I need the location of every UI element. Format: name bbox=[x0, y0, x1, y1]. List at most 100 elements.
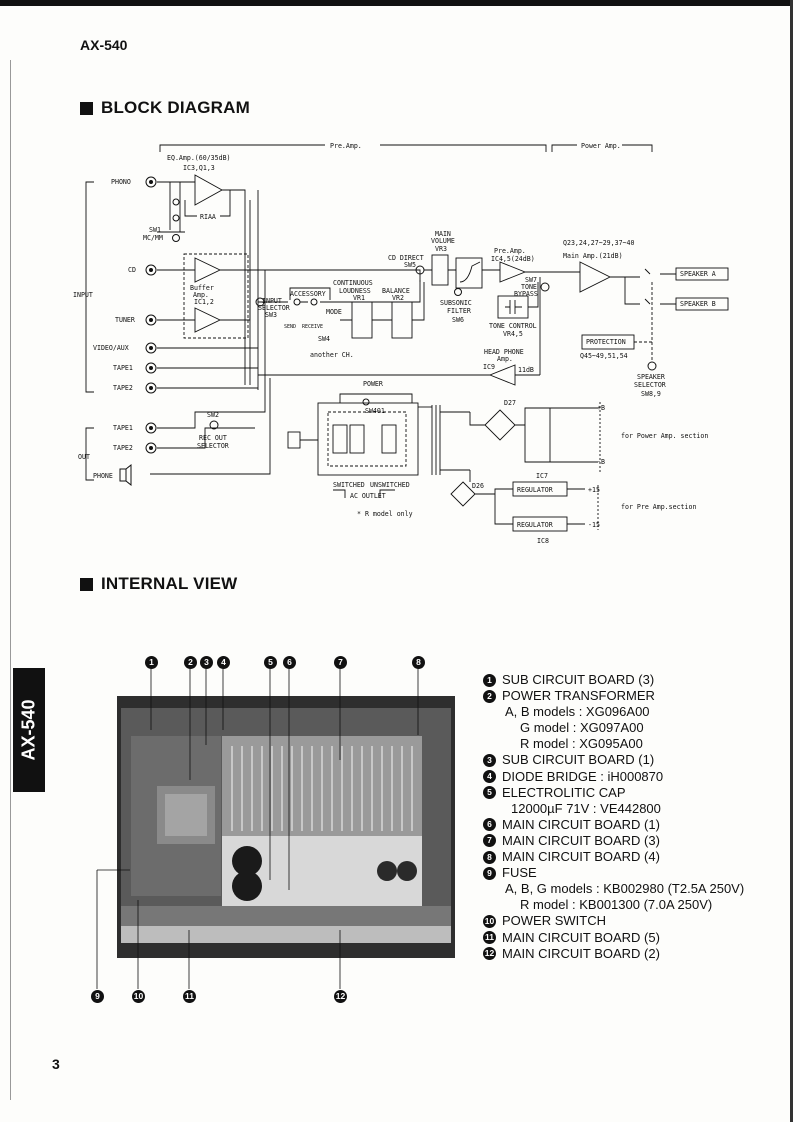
callout-4: 4 bbox=[217, 656, 230, 669]
bd-pre-amp2: Pre.Amp. bbox=[494, 247, 526, 255]
chassis-illustration bbox=[117, 696, 455, 958]
bd-input-selector: INPUT bbox=[262, 297, 282, 305]
legend-number: 1 bbox=[483, 673, 496, 687]
callout-7: 7 bbox=[334, 656, 347, 669]
bd-loudness: LOUDNESS bbox=[339, 287, 371, 295]
bd-ic8: IC8 bbox=[537, 537, 549, 545]
bd-d26: D26 bbox=[472, 482, 484, 490]
bd-tuner: TUNER bbox=[115, 316, 135, 324]
bd-main-amp: Main Amp.(21dB) bbox=[563, 252, 623, 260]
legend-item-5: 5 ELECTROLITIC CAP bbox=[483, 785, 783, 801]
callout-3: 3 bbox=[200, 656, 213, 669]
callout-1: 1 bbox=[145, 656, 158, 669]
bd-pre-amp: Pre.Amp. bbox=[330, 142, 362, 150]
bd-power-amp: Power Amp. bbox=[581, 142, 621, 150]
legend-label: POWER TRANSFORMER bbox=[502, 688, 655, 704]
legend-detail: R model : XG095A00 bbox=[520, 736, 643, 752]
callout-11: 11 bbox=[183, 990, 196, 1003]
block-diagram: Pre.Amp. Power Amp. EQ.Amp.(60/35dB) IC3… bbox=[73, 142, 729, 545]
bd-ic45: IC4,5(24dB) bbox=[491, 255, 535, 263]
heading-square-icon bbox=[80, 577, 93, 591]
bd-vr2: VR2 bbox=[392, 294, 404, 302]
bd-sw5: SW5 bbox=[404, 261, 416, 269]
legend-label: MAIN CIRCUIT BOARD (5) bbox=[502, 929, 660, 945]
legend-item-2: 2 POWER TRANSFORMER bbox=[483, 688, 783, 704]
model-header: AX-540 bbox=[80, 37, 128, 53]
bd-for-pre: for Pre Amp.section bbox=[621, 503, 696, 511]
bd-mode: MODE bbox=[326, 308, 342, 316]
bd-d27: D27 bbox=[504, 399, 516, 407]
bd-ic9: IC9 bbox=[483, 363, 495, 371]
legend-detail: 12000µF 71V : VE442800 bbox=[511, 800, 661, 816]
bd-video-aux: VIDEO/AUX bbox=[93, 344, 129, 352]
side-tab-label: AX-540 bbox=[18, 699, 39, 761]
legend-label: MAIN CIRCUIT BOARD (2) bbox=[502, 945, 660, 961]
legend-detail: G model : XG097A00 bbox=[520, 720, 644, 736]
legend-label: SUB CIRCUIT BOARD (3) bbox=[502, 672, 655, 687]
bd-vr45: VR4,5 bbox=[503, 330, 523, 338]
bd-minus15: -15 bbox=[588, 521, 600, 529]
legend-number: 5 bbox=[483, 786, 496, 800]
legend-label: ELECTROLITIC CAP bbox=[502, 784, 626, 800]
page-number: 3 bbox=[52, 1056, 60, 1072]
legend-number: 9 bbox=[483, 866, 496, 880]
legend-detail: R model : KB001300 (7.0A 250V) bbox=[520, 897, 713, 913]
legend-label: POWER SWITCH bbox=[502, 913, 606, 929]
side-tab: AX-540 bbox=[13, 668, 45, 792]
bd-minus-b: -B bbox=[597, 458, 605, 466]
legend-number: 3 bbox=[483, 754, 496, 768]
bd-spk-selector: SELECTOR bbox=[634, 381, 666, 389]
bd-q-main: Q23,24,27~29,37~40 bbox=[563, 239, 634, 247]
bd-unswitched: UNSWITCHED bbox=[370, 481, 410, 489]
bd-regulator2: REGULATOR bbox=[517, 521, 553, 529]
bd-main: MAIN bbox=[435, 230, 451, 238]
internal-view-title: INTERNAL VIEW bbox=[101, 574, 238, 593]
callout-8: 8 bbox=[412, 656, 425, 669]
callout-6: 6 bbox=[283, 656, 296, 669]
legend-label: MAIN CIRCUIT BOARD (4) bbox=[502, 849, 660, 865]
bd-sw3: SW3 bbox=[265, 311, 277, 319]
bd-speaker: SPEAKER bbox=[637, 373, 665, 381]
legend-detail: A, B, G models : KB002980 (T2.5A 250V) bbox=[505, 881, 745, 897]
bd-ic12: IC1,2 bbox=[194, 298, 214, 306]
bd-tape1: TAPE1 bbox=[113, 364, 133, 372]
bd-mc-mm: MC/MM bbox=[143, 234, 163, 242]
callout-10: 10 bbox=[132, 990, 145, 1003]
right-border bbox=[790, 0, 793, 1122]
bd-tone: TONE bbox=[521, 283, 537, 291]
bd-head-phone: HEAD PHONE bbox=[484, 348, 524, 356]
bd-sw7: SW7 bbox=[525, 276, 537, 284]
bd-cd-direct: CD DIRECT bbox=[388, 254, 424, 262]
bd-hp-amp: Amp. bbox=[497, 355, 513, 363]
bd-vr1: VR1 bbox=[353, 294, 365, 302]
bd-tone-control: TONE CONTROL bbox=[489, 322, 537, 330]
bd-continuous: CONTINUOUS bbox=[333, 279, 373, 287]
legend-number: 7 bbox=[483, 834, 496, 848]
bd-receive: RECEIVE bbox=[302, 324, 323, 330]
bd-11db: 11dB bbox=[518, 366, 534, 374]
bd-plus-b: +B bbox=[597, 404, 605, 412]
bd-subsonic: SUBSONIC bbox=[440, 299, 472, 307]
legend-number: 2 bbox=[483, 689, 496, 703]
block-diagram-heading: BLOCK DIAGRAM bbox=[80, 98, 250, 118]
legend-number: 10 bbox=[483, 914, 496, 928]
bd-rec-out: REC OUT bbox=[199, 434, 227, 442]
bd-ac-outlet: AC OUTLET bbox=[350, 492, 386, 500]
bd-another-ch: another CH. bbox=[310, 351, 354, 359]
bd-phone: PHONE bbox=[93, 472, 113, 480]
left-margin-line bbox=[10, 60, 11, 1100]
bd-phono: PHONO bbox=[111, 178, 131, 186]
bd-out: OUT bbox=[78, 453, 90, 461]
bd-volume: VOLUME bbox=[431, 237, 455, 245]
bd-sw6: SW6 bbox=[452, 316, 464, 324]
internal-view-photo bbox=[117, 696, 455, 958]
bd-bypass: BYPASS bbox=[514, 290, 538, 298]
